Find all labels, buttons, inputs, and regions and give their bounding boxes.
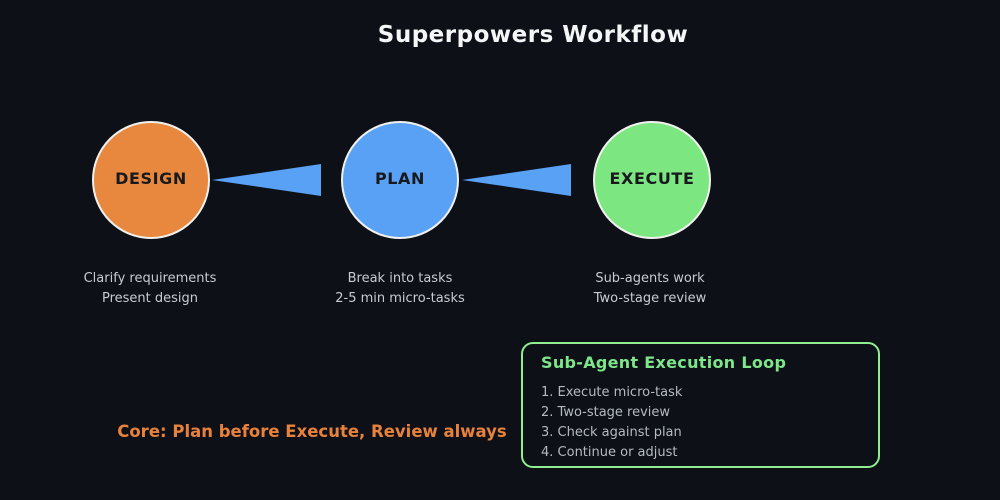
execute-note-line: Two-stage review xyxy=(593,290,707,306)
sub-agent-loop-box: Sub-Agent Execution Loop 1. Execute micr… xyxy=(521,342,880,468)
design-note-line: Present design xyxy=(101,290,199,306)
design-notes: Clarify requirements Present design xyxy=(10,269,290,308)
diagram-title: Superpowers Workflow xyxy=(377,22,689,48)
loop-step: 2. Two-stage review xyxy=(541,405,671,420)
loop-step: 1. Execute micro-task xyxy=(541,385,683,400)
design-node: DESIGN xyxy=(92,121,210,239)
arrow-plan-to-design-icon xyxy=(212,164,321,196)
plan-node-label: PLAN xyxy=(374,168,426,188)
plan-notes: Break into tasks 2-5 min micro-tasks xyxy=(260,269,540,308)
loop-box-title: Sub-Agent Execution Loop xyxy=(541,353,787,372)
execute-node-label: EXECUTE xyxy=(609,168,695,188)
core-message: Core: Plan before Execute, Review always xyxy=(117,422,507,441)
execute-node: EXECUTE xyxy=(593,121,711,239)
arrow-execute-to-plan-icon xyxy=(462,164,571,196)
plan-note-line: Break into tasks xyxy=(347,271,453,286)
plan-note-line: 2-5 min micro-tasks xyxy=(335,290,465,306)
design-node-label: DESIGN xyxy=(115,168,187,188)
loop-step: 4. Continue or adjust xyxy=(541,445,678,460)
design-note-line: Clarify requirements xyxy=(83,271,217,286)
plan-node: PLAN xyxy=(341,121,459,239)
loop-step-list: 1. Execute micro-task 2. Two-stage revie… xyxy=(541,383,878,463)
loop-step: 3. Check against plan xyxy=(541,425,682,440)
execute-notes: Sub-agents work Two-stage review xyxy=(510,269,790,308)
execute-note-line: Sub-agents work xyxy=(595,271,705,286)
